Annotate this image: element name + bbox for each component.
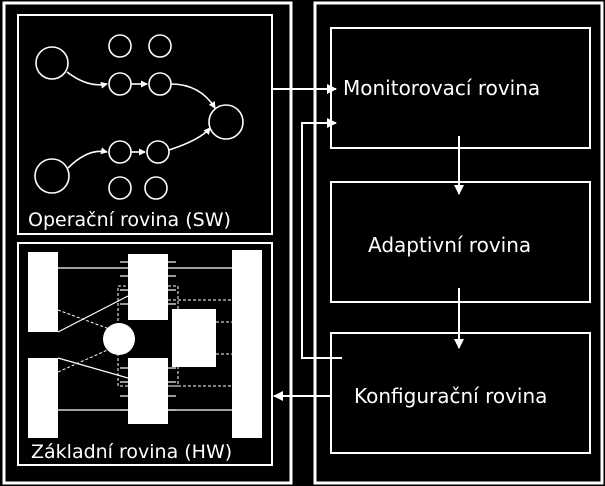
right-panel-frame	[313, 1, 604, 485]
sw-node	[148, 34, 172, 58]
sw-node	[108, 72, 132, 96]
software-graph	[34, 34, 244, 200]
sw-node	[144, 176, 168, 200]
sw-node	[108, 140, 132, 164]
sw-edge	[168, 127, 211, 151]
sw-edge	[170, 83, 216, 109]
hardware-schematic	[28, 250, 262, 438]
monitoring-plane-label: Monitorovací rovina	[343, 76, 541, 100]
adaptive-plane-box	[330, 181, 591, 303]
feedback-arrow	[301, 118, 342, 359]
operational-plane-box	[17, 14, 273, 235]
sw-node	[146, 140, 170, 164]
sw-edge	[66, 71, 108, 89]
configuration-plane-box	[330, 332, 591, 454]
left-panel-frame	[2, 1, 293, 485]
sw-node	[148, 72, 172, 96]
hw-chip-bottom	[128, 358, 168, 424]
hw-memory-block	[172, 309, 216, 367]
sw-node	[108, 34, 132, 58]
hw-left-block	[28, 358, 58, 438]
hw-ellipse	[103, 323, 135, 355]
configuration-plane-label: Konfigurační rovina	[354, 384, 548, 408]
hw-chip-top	[128, 254, 168, 320]
hw-left-block	[28, 252, 58, 332]
adaptive-plane-label: Adaptivní rovina	[368, 233, 532, 257]
base-plane-box	[17, 242, 273, 466]
sw-edge	[67, 147, 108, 169]
base-plane-label: Základní rovina (HW)	[31, 441, 233, 463]
sw-node	[208, 104, 244, 140]
sw-node	[34, 158, 70, 194]
hw-right-block	[232, 250, 262, 438]
sw-node	[108, 176, 132, 200]
sw-node	[35, 46, 69, 80]
operational-plane-label: Operační rovina (SW)	[28, 209, 231, 231]
